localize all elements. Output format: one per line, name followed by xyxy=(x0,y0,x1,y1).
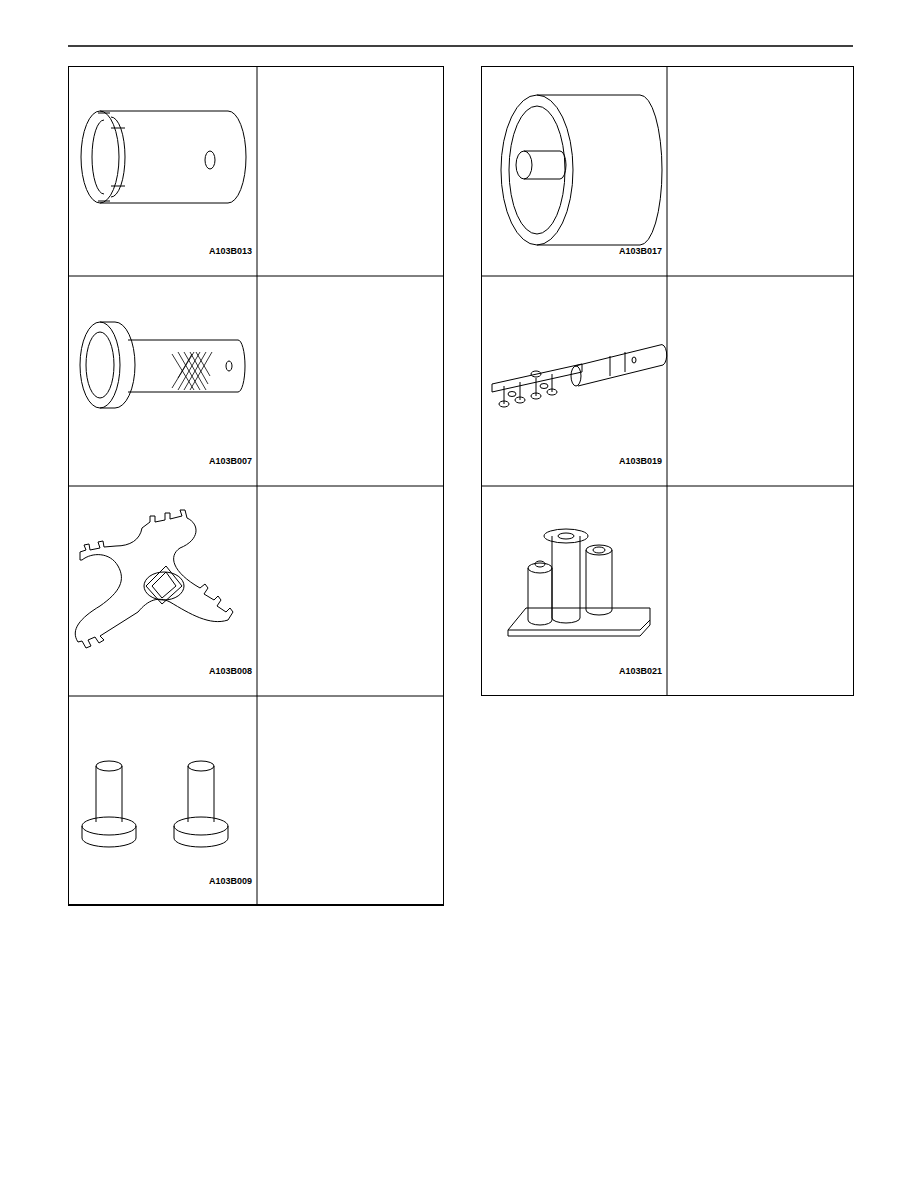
figure-code: A103B021 xyxy=(618,666,663,677)
figure-code: A103B017 xyxy=(618,246,663,257)
figure-code: A103B013 xyxy=(208,246,253,257)
figure-code: A103B019 xyxy=(618,456,663,467)
right-table xyxy=(481,66,854,696)
left-table xyxy=(68,66,444,906)
holder-tool xyxy=(492,345,667,407)
sleeve-tool xyxy=(81,111,246,203)
cup-tool xyxy=(501,95,662,245)
stand-tool xyxy=(508,529,650,636)
header-rule xyxy=(68,45,853,46)
figure-code: A103B009 xyxy=(208,876,253,887)
drift-tools xyxy=(82,761,228,847)
figure-code: A103B007 xyxy=(208,456,253,467)
driver-tool xyxy=(80,322,245,408)
figure-code: A103B008 xyxy=(208,666,253,677)
spanner-tool xyxy=(75,510,233,648)
